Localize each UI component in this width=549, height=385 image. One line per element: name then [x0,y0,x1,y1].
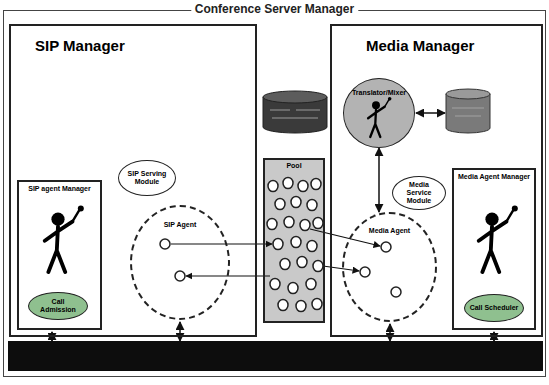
agent-figure [479,205,518,272]
network-band [8,341,543,371]
pool-objects [267,178,323,312]
module-oval: Call Admission [28,292,88,320]
agent-manager-box: SIP agent ManagerCall Admission [17,180,102,330]
node-label: SIP Serving Module [123,170,171,185]
agent-circle: Media Agent [342,212,437,322]
mixer-ground [344,78,414,148]
agent-manager-box: Media Agent ManagerCall Scheduler [452,168,536,330]
allocation-arrows [171,229,380,276]
manager-box: SIP ManagerSIP agent ManagerCall Admissi… [9,24,257,337]
node-label: SIP Agent [138,221,222,229]
connector-arrow [378,148,380,212]
server-frame: Conference Server ManagerSIP ManagerSIP … [3,10,546,377]
node-label: Media Agent [350,227,429,235]
media-database [446,89,490,133]
node-label: SIP agent Manager [21,185,98,193]
agent-figure [45,205,84,272]
manager-title: SIP Manager [35,38,253,55]
module-oval: SIP Serving Module [118,160,176,196]
mixer-circle: Translator/Mixer [343,78,415,148]
band-arrows [52,322,494,341]
node-label: Media Service Module [397,181,441,204]
agent-objects [160,239,401,297]
node-label: Translator/Mixer [350,89,408,97]
data-arrow [416,112,445,114]
node-label: Pool [267,162,321,170]
frame-title: Conference Server Manager [191,3,358,16]
database-cylinder [263,91,327,133]
pool-box: Pool [263,158,325,323]
node-label: Media Agent Manager [456,173,532,181]
pool-ground [263,158,325,323]
node-label: Call Scheduler [470,304,519,312]
module-oval: Call Scheduler [464,294,524,322]
manager-box: Media ManagerTranslator/MixerMedia Servi… [330,24,543,337]
mixer-figure [368,97,391,137]
agent-circle: SIP Agent [130,205,230,320]
module-oval: Media Service Module [392,176,446,210]
node-label: Call Admission [33,298,83,313]
manager-title: Media Manager [366,38,539,55]
